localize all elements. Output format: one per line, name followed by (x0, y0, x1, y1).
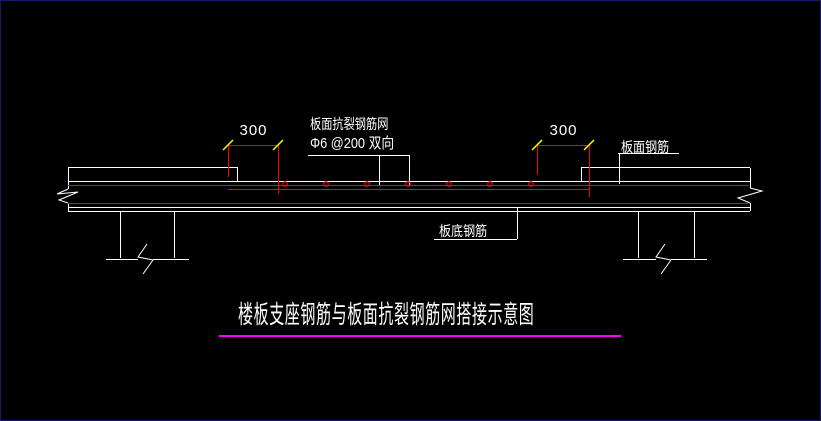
drawing-title: 楼板支座钢筋与板面抗裂钢筋网搭接示意图 (238, 301, 535, 329)
mesh-label-line1: 板面抗裂钢筋网 (310, 116, 389, 132)
top-support-rebar-right-hook (581, 167, 582, 181)
break-line-zigzags (56, 187, 764, 275)
slab-left-break-zigzag (56, 188, 79, 204)
dim-right-line (537, 145, 590, 146)
title-underline (219, 335, 621, 337)
slab-bottom-line (68, 207, 750, 208)
slab-left-edge-lower (68, 203, 69, 211)
top-support-rebar-left (68, 167, 237, 168)
left-support-wall-right (174, 211, 175, 258)
bottom-rebar-underline (434, 239, 517, 240)
anticrack-mesh-line (228, 189, 589, 190)
dimension-tick-marks (222, 139, 595, 151)
slab-right-edge-upper (750, 168, 751, 188)
slab-right-break-zigzag (736, 187, 764, 204)
slab-soffit-line (68, 211, 750, 212)
right-support-break-cap-b (671, 259, 707, 260)
left-support-break-cap-a (106, 259, 138, 260)
right-support-wall-right (694, 211, 695, 258)
dim-left-line (228, 145, 279, 146)
dim-left-text: 300 (239, 122, 268, 139)
top-support-rebar-right (581, 167, 750, 168)
dim-left-ext-a (228, 145, 229, 177)
mesh-label-line2: Φ6 @200 双向 (310, 135, 395, 152)
dim-left-ext-b (278, 145, 279, 194)
mesh-label-underline (308, 155, 410, 156)
dim-right-ext-b (589, 145, 590, 197)
top-rebar-label: 板面钢筋 (621, 139, 670, 155)
left-support-break-cap-b (153, 259, 189, 260)
bottom-rebar-label: 板底钢筋 (439, 223, 488, 239)
mesh-label-leader-2 (409, 155, 410, 186)
mesh-bar-circles (282, 181, 534, 187)
right-support-break-cap-a (623, 259, 656, 260)
slab-right-edge-lower (750, 203, 751, 211)
right-support-break-zigzag (655, 243, 672, 275)
slab-left-edge-upper (68, 167, 69, 189)
top-rebar-line (68, 185, 748, 186)
top-support-rebar-left-hook (237, 167, 238, 181)
bottom-rebar-leader (517, 208, 518, 239)
left-support-break-zigzag (137, 243, 154, 275)
mesh-label-leader-1 (379, 155, 380, 185)
top-rebar-leader (619, 153, 620, 184)
dim-right-text: 300 (549, 122, 578, 139)
dim-right-ext-a (537, 145, 538, 175)
left-support-wall-left (120, 211, 121, 258)
bottom-rebar-line (68, 203, 748, 204)
right-support-wall-left (638, 211, 639, 258)
top-rebar-underline (618, 153, 679, 154)
